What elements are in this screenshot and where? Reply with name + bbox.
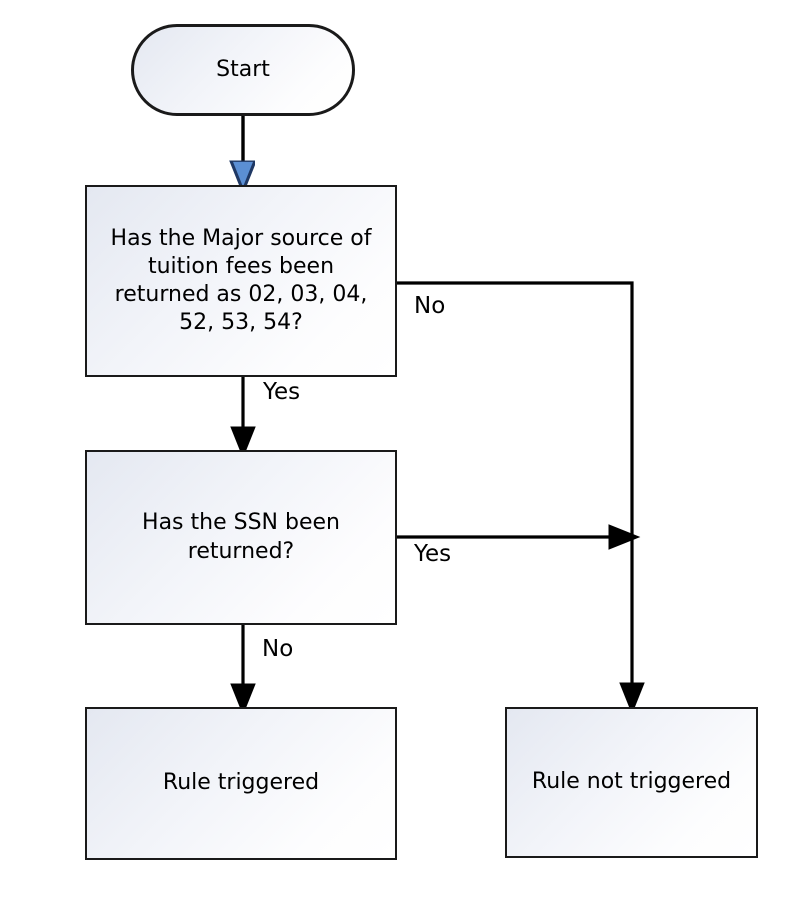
node-decision-2-label: Has the SSN been returned?	[142, 510, 340, 564]
node-result-rule-triggered-label: Rule triggered	[162, 770, 320, 796]
edge-label-decision-2-no: No	[262, 636, 294, 662]
node-decision-1-label: Has the Major source of tuition fees bee…	[110, 225, 372, 336]
node-start[interactable]: Start	[131, 24, 355, 116]
node-decision-ssn-returned[interactable]: Has the SSN been returned?	[85, 450, 397, 625]
node-start-label: Start	[216, 56, 270, 82]
node-result-rule-triggered[interactable]: Rule triggered	[85, 707, 397, 860]
connector-decision-1-no	[397, 281, 645, 715]
edge-label-decision-2-yes: Yes	[414, 541, 452, 567]
node-result-rule-not-triggered[interactable]: Rule not triggered	[505, 707, 758, 858]
edge-label-decision-1-no: No	[414, 293, 446, 319]
node-result-rule-not-triggered-label: Rule not triggered	[531, 769, 732, 795]
edge-label-decision-1-yes: Yes	[263, 379, 301, 405]
node-decision-major-source-of-tuition-fees[interactable]: Has the Major source of tuition fees bee…	[85, 185, 397, 377]
